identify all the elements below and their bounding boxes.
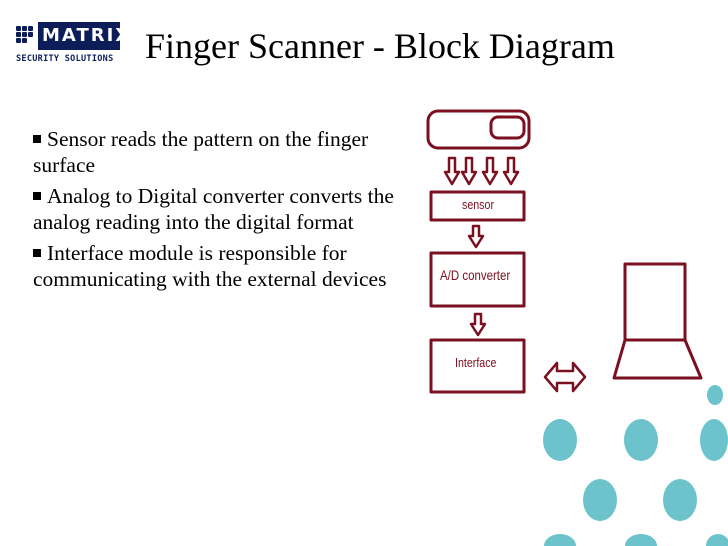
bullet-text: Interface module is responsible for comm… bbox=[33, 241, 387, 291]
adc-block bbox=[429, 251, 526, 308]
down-arrow-icon bbox=[443, 156, 461, 186]
logo-tagline: SECURITY SOLUTIONS bbox=[16, 54, 114, 64]
adc-label: A/D converter bbox=[440, 267, 511, 283]
interface-label: Interface bbox=[455, 355, 497, 370]
interface-block bbox=[429, 338, 526, 394]
bullet-sensor: Sensor reads the pattern on the finger s… bbox=[33, 126, 413, 178]
slide-title: Finger Scanner - Block Diagram bbox=[145, 26, 615, 66]
square-bullet-icon bbox=[33, 249, 41, 257]
down-arrow-icon bbox=[469, 312, 487, 337]
bullet-text: Sensor reads the pattern on the finger s… bbox=[33, 127, 369, 177]
matrix-logo: MATRIX SECURITY SOLUTIONS bbox=[16, 22, 129, 66]
sensor-label: sensor bbox=[462, 197, 495, 212]
bullet-list: Sensor reads the pattern on the finger s… bbox=[33, 126, 413, 297]
down-arrow-icon bbox=[467, 224, 485, 249]
down-arrows-group bbox=[443, 156, 520, 186]
external-device-icon bbox=[612, 262, 703, 380]
bullet-adc: Analog to Digital converter converts the… bbox=[33, 183, 413, 235]
square-bullet-icon bbox=[33, 135, 41, 143]
down-arrow-icon bbox=[502, 156, 520, 186]
bullet-text: Analog to Digital converter converts the… bbox=[33, 184, 394, 234]
bidirectional-arrow-icon bbox=[543, 361, 587, 393]
bullet-interface: Interface module is responsible for comm… bbox=[33, 240, 413, 292]
logo-dots-icon bbox=[16, 26, 34, 46]
down-arrow-icon bbox=[460, 156, 478, 186]
square-bullet-icon bbox=[33, 192, 41, 200]
sensor-block bbox=[429, 190, 526, 222]
scanner-device-icon bbox=[426, 109, 531, 150]
decorative-dots bbox=[543, 385, 728, 546]
logo-wordmark: MATRIX bbox=[38, 22, 129, 50]
down-arrow-icon bbox=[481, 156, 499, 186]
